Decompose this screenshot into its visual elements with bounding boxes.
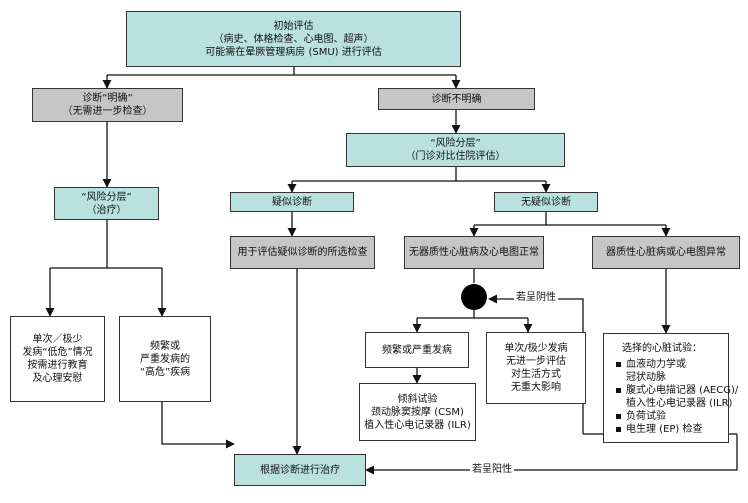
diagnosis-certain-box: 诊断“明确” （无需进一步检查） [32, 88, 183, 122]
diagnosis-certain-note: （无需进一步检查） [62, 106, 153, 117]
list-item: 负荷试验 [615, 410, 738, 423]
tilt-test-label: 倾斜试验 [397, 393, 438, 405]
initial-evaluation-box: 初始评估 （病史、体格检查、心电图、超声） 可能需在晕厥管理病房 (SMU) 进… [126, 11, 461, 67]
low-risk-line-3: 按需进行教育 [27, 360, 88, 371]
if-negative-label: 若呈阴性 [514, 292, 558, 304]
suspected-diagnosis-box: 疑似诊断 [230, 192, 354, 212]
risk-stratification-outpatient-box: “风险分层” （门诊对比住院评估） [346, 133, 565, 167]
treatment-label: 根据诊断进行治疗 [260, 464, 340, 476]
no-suspected-diagnosis-box: 无疑似诊断 [494, 192, 598, 212]
single-rare-box: 单次/极少发病 无进一步评估 对生活方式 无重大影响 [486, 332, 586, 404]
diagnosis-uncertain-title: 诊断不明确 [431, 93, 482, 105]
selected-tests-label: 用于评估疑似诊断的所选检查 [237, 247, 368, 258]
frequent-severe-label: 频繁或严重发病 [382, 344, 452, 356]
low-risk-line-4: 及心理安慰 [32, 373, 83, 384]
connector-risk-treat-split [50, 220, 162, 269]
single-rare-line-3: 对生活方式 [511, 369, 561, 380]
initial-evaluation-smu: 可能需在晕厥管理病房 (SMU) 进行评估 [205, 46, 382, 58]
single-rare-line-2: 无进一步评估 [506, 356, 566, 367]
no-structural-heart-disease-box: 无器质性心脏病及心电图正常 [404, 236, 544, 269]
structural-heart-disease-box: 器质性心脏病或心电图异常 [592, 236, 740, 269]
tilt-tests-box: 倾斜试验 颈动脉窦按摩 (CSM) 植入性心电记录器 (ILR) [359, 383, 476, 441]
decision-node [461, 284, 487, 310]
list-item: 血液动力学或冠状动脉 [615, 358, 738, 384]
cardiac-test-aecg: 腹式心电描记器 (AECG)/ [626, 385, 739, 396]
initial-evaluation-detail: （病史、体格检查、心电图、超声） [213, 33, 374, 45]
list-item: 电生理 (EP) 检查 [615, 423, 738, 436]
connector-initial-split [107, 67, 456, 76]
high-risk-line-3: “高危”疾病 [139, 366, 191, 378]
low-risk-line-1: 单次／极少 [32, 334, 83, 345]
suspected-diagnosis-label: 疑似诊断 [272, 196, 312, 208]
diagnosis-certain-title: 诊断“明确” [82, 93, 133, 104]
if-positive-label: 若呈阳性 [470, 464, 514, 476]
connector-decision-split [417, 310, 528, 319]
risk-outpatient-note: （门诊对比住院评估） [405, 151, 506, 162]
ilr-label: 植入性心电记录器 (ILR) [364, 419, 471, 431]
initial-evaluation-title: 初始评估 [273, 20, 314, 32]
low-risk-box: 单次／极少 发病“低危”情况 按需进行教育 及心理安慰 [10, 316, 105, 402]
no-structural-heart-disease-label: 无器质性心脏病及心电图正常 [409, 247, 539, 258]
selected-tests-box: 用于评估疑似诊断的所选检查 [230, 236, 375, 269]
cardiac-tests-list: 血液动力学或冠状动脉 腹式心电描记器 (AECG)/ 植入性心电记录器 (ILR)… [614, 358, 738, 436]
cardiac-test-ep: 电生理 (EP) 检查 [626, 424, 703, 435]
treatment-box: 根据诊断进行治疗 [234, 454, 366, 486]
arrow-high-risk-to-treat [161, 402, 235, 449]
single-rare-line-1: 单次/极少发病 [504, 343, 568, 354]
single-rare-line-4: 无重大影响 [511, 382, 561, 393]
risk-outpatient-title: “风险分层” [430, 138, 481, 149]
cardiac-tests-heading: 选择的心脏试验： [622, 343, 702, 354]
cardiac-test-stress: 负荷试验 [626, 411, 666, 422]
list-item: 腹式心电描记器 (AECG)/ 植入性心电记录器 (ILR) [615, 384, 739, 410]
risk-treat-title: “风险分层” [81, 191, 132, 203]
frequent-severe-box: 频繁或严重发病 [365, 332, 469, 368]
high-risk-box: 频繁或 严重发病的 “高危”疾病 [119, 316, 211, 402]
csm-label: 颈动脉窦按摩 (CSM) [371, 406, 464, 418]
connector-risk-split [292, 167, 546, 182]
high-risk-line-1: 频繁或 [150, 340, 180, 352]
structural-heart-disease-label: 器质性心脏病或心电图异常 [606, 247, 726, 258]
no-suspected-diagnosis-label: 无疑似诊断 [521, 196, 571, 208]
cardiac-test-ilr: 植入性心电记录器 (ILR) [626, 398, 733, 409]
cardiac-test-coronary: 冠状动脉 [626, 372, 666, 383]
low-risk-line-2: 发病“低危”情况 [22, 347, 93, 358]
connector-unsuspected-split [474, 212, 666, 226]
high-risk-line-2: 严重发病的 [140, 353, 190, 365]
cardiac-tests-box: 选择的心脏试验： 血液动力学或冠状动脉 腹式心电描记器 (AECG)/ 植入性心电… [603, 333, 738, 443]
cardiac-test-hemodynamic: 血液动力学或 [626, 359, 686, 370]
risk-treat-note: （治疗） [86, 204, 127, 216]
diagnosis-uncertain-box: 诊断不明确 [378, 88, 535, 110]
risk-stratification-treatment-box: “风险分层” （治疗） [54, 187, 159, 220]
